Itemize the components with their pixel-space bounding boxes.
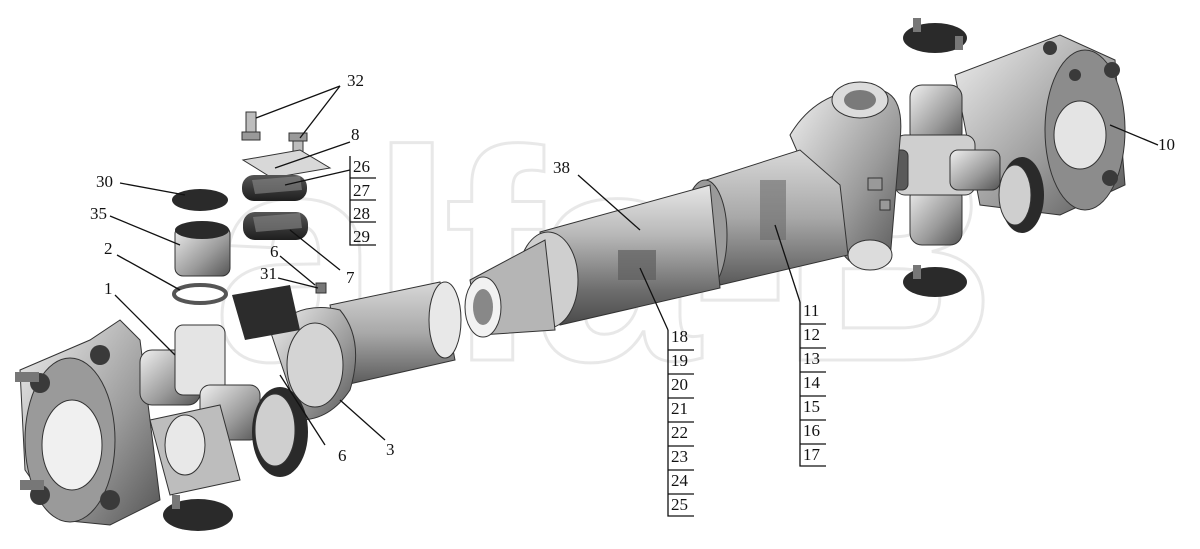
label-3: 3 xyxy=(386,440,395,459)
label-26: 26 xyxy=(353,157,370,176)
label-29: 29 xyxy=(353,227,370,246)
label-22: 22 xyxy=(671,423,688,442)
label-11: 11 xyxy=(803,301,819,320)
label-28: 28 xyxy=(353,204,370,223)
label-10: 10 xyxy=(1158,135,1175,154)
flange-yoke-left xyxy=(15,319,161,526)
needle-bearing-35 xyxy=(174,221,231,277)
label-20: 20 xyxy=(671,375,688,394)
label-24: 24 xyxy=(671,471,689,490)
label-16: 16 xyxy=(803,421,820,440)
splined-shaft xyxy=(464,184,721,338)
label-17: 17 xyxy=(803,445,821,464)
label-14: 14 xyxy=(803,373,821,392)
label-35: 35 xyxy=(90,204,107,223)
label-27: 27 xyxy=(353,181,371,200)
bearing-cap-left-side xyxy=(252,387,308,477)
leader-lines xyxy=(109,85,1159,446)
label-18: 18 xyxy=(671,327,688,346)
bolt-32a xyxy=(241,111,261,141)
label-6-top: 6 xyxy=(270,242,279,261)
label-6-bottom: 6 xyxy=(338,446,347,465)
label-7: 7 xyxy=(346,268,355,287)
grease-fitting-right xyxy=(867,177,883,191)
spider-cross-left xyxy=(139,324,261,496)
label-25: 25 xyxy=(671,495,688,514)
label-31: 31 xyxy=(260,264,277,283)
seal-disc-30 xyxy=(172,189,228,211)
label-38: 38 xyxy=(553,158,570,177)
callout-labels: 32 8 26 27 28 29 30 35 2 1 6 31 7 6 3 38… xyxy=(90,71,1175,514)
label-21: 21 xyxy=(671,399,688,418)
bearing-cap-26 xyxy=(242,175,307,201)
label-32: 32 xyxy=(347,71,364,90)
label-8: 8 xyxy=(351,125,360,144)
plug-right xyxy=(879,199,891,211)
label-13: 13 xyxy=(803,349,820,368)
bearing-cap-right-side xyxy=(998,157,1044,233)
label-brackets xyxy=(349,156,826,517)
label-19: 19 xyxy=(671,351,688,370)
bearing-cap-right-bottom xyxy=(903,265,967,297)
bearing-cap-27-29 xyxy=(243,212,308,240)
label-12: 12 xyxy=(803,325,820,344)
label-23: 23 xyxy=(671,447,688,466)
label-30: 30 xyxy=(96,172,113,191)
spider-cross-right xyxy=(877,84,1001,246)
label-15: 15 xyxy=(803,397,820,416)
bearing-cap-right-top xyxy=(903,18,967,53)
label-1: 1 xyxy=(104,279,113,298)
bearing-cap-left-bottom xyxy=(163,495,233,531)
seal-ring-2 xyxy=(172,283,228,305)
label-2: 2 xyxy=(104,239,113,258)
